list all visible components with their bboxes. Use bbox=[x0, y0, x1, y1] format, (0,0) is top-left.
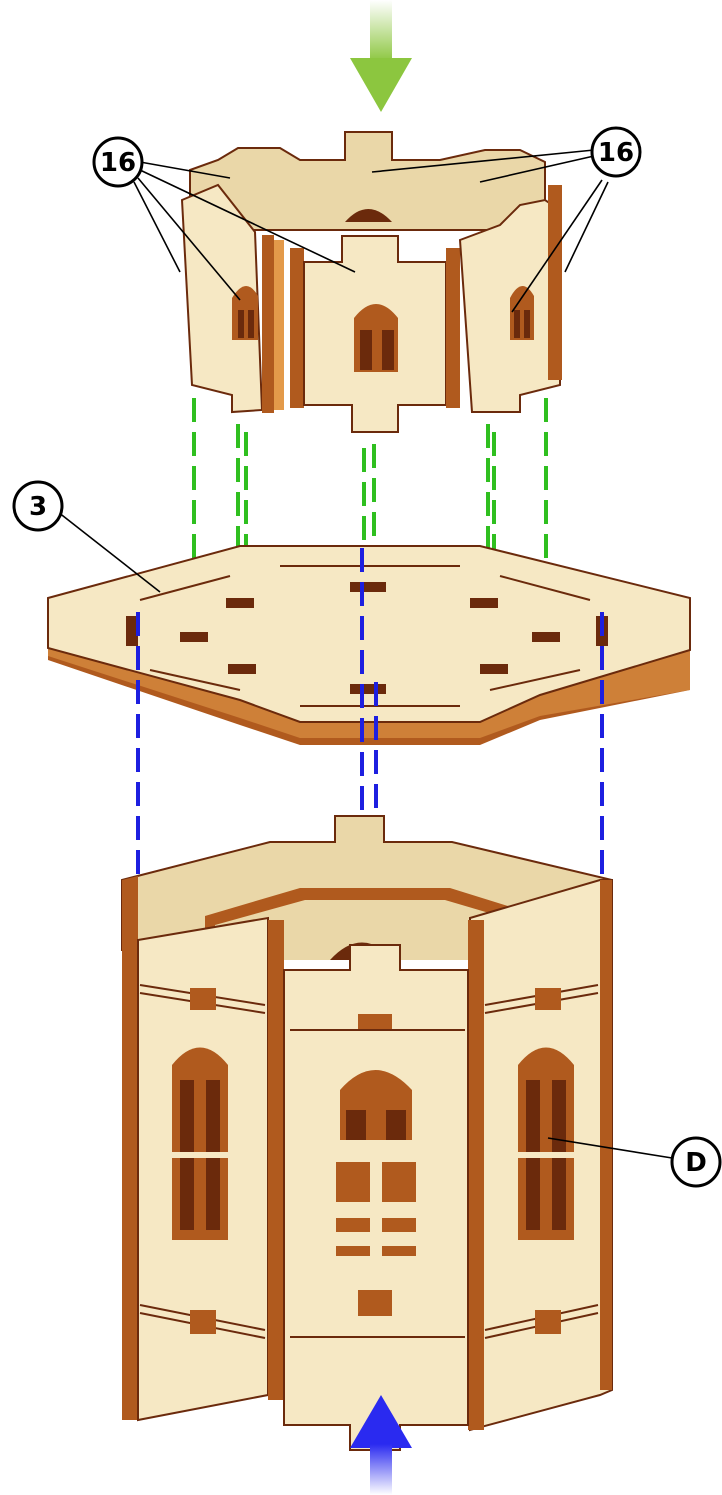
callout-label-16-left: 16 bbox=[100, 148, 136, 178]
bottom-base-part bbox=[121, 815, 613, 1451]
callout-3: 3 bbox=[12, 480, 161, 593]
arrow-down-icon bbox=[350, 0, 412, 112]
callout-D: D bbox=[547, 1136, 722, 1188]
top-crown-part bbox=[180, 131, 562, 433]
callout-16-right: 16 bbox=[371, 126, 642, 313]
callout-label-3: 3 bbox=[29, 492, 47, 522]
callout-16-left: 16 bbox=[92, 136, 356, 301]
callout-label-D: D bbox=[685, 1148, 707, 1178]
middle-plate-part bbox=[47, 545, 691, 745]
arrow-up-icon bbox=[350, 1395, 412, 1495]
callout-label-16-right: 16 bbox=[598, 138, 634, 168]
